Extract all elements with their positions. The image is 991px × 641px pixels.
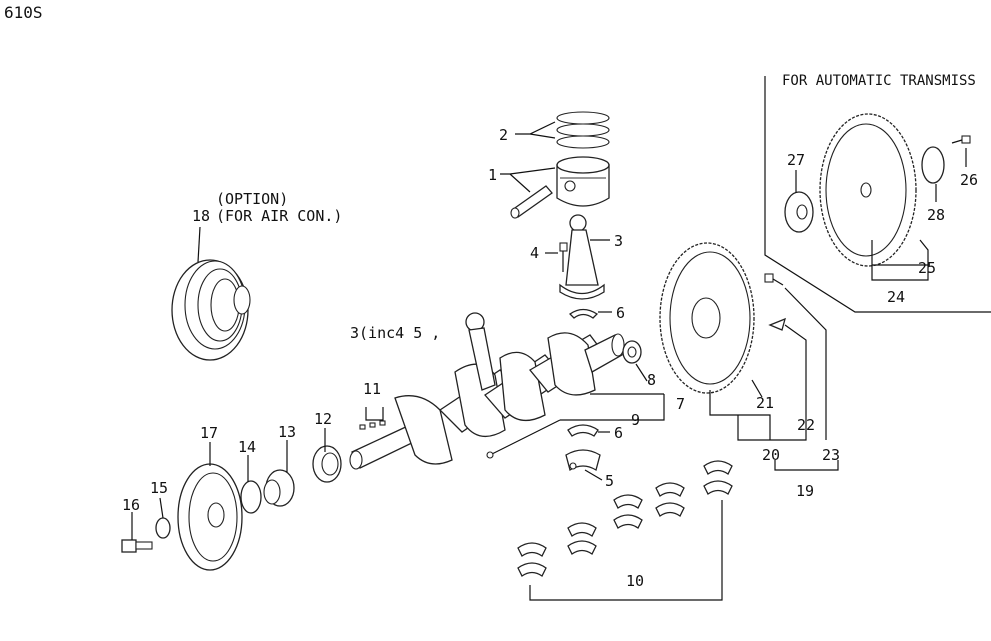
callout-28: 28 xyxy=(927,206,945,224)
automatic-section-frame xyxy=(764,76,991,313)
callout-15: 15 xyxy=(150,479,168,497)
conrod-bearing-lower xyxy=(567,424,599,437)
callout-3: 3 xyxy=(614,232,623,250)
callout-6b: 6 xyxy=(614,424,623,442)
callout-19: 19 xyxy=(796,482,814,500)
crank-gear xyxy=(263,469,295,507)
drive-plate-reinforcement xyxy=(784,191,814,233)
callout-21: 21 xyxy=(756,394,774,412)
conrod-bearing-upper xyxy=(568,308,599,319)
main-bearings xyxy=(517,460,733,577)
callout-4: 4 xyxy=(530,244,539,262)
option-note: (OPTION) xyxy=(216,190,288,208)
connecting-rod xyxy=(559,214,605,300)
callout-12: 12 xyxy=(314,410,332,428)
pulley-bolt xyxy=(121,539,153,553)
automatic-transmission-note: FOR AUTOMATIC TRANSMISS xyxy=(782,73,976,89)
piston xyxy=(556,156,610,207)
lock-plate xyxy=(768,317,786,331)
callout-8: 8 xyxy=(647,371,656,389)
crank-dowel xyxy=(489,419,561,456)
conrod-cap xyxy=(565,449,601,472)
oil-thrower xyxy=(240,480,262,514)
callout-labels: 2 1 3 4 6 3(inc4 5 , 8 7 9 6 5 11 12 13 … xyxy=(122,126,978,590)
connecting-rod-assembly xyxy=(465,312,496,391)
callout-11: 11 xyxy=(363,380,381,398)
drive-plate-bolt xyxy=(951,135,971,144)
callout-9: 9 xyxy=(631,411,640,429)
callout-16: 16 xyxy=(122,496,140,514)
drive-plate-spacer xyxy=(921,146,945,184)
leader-lines xyxy=(131,121,967,601)
crank-keys xyxy=(359,420,386,430)
flywheel-bolt xyxy=(764,273,784,286)
flywheel xyxy=(659,242,755,394)
model-code: 610S xyxy=(4,3,43,22)
conrod-bolt xyxy=(559,242,568,272)
conrod-assembly-note: 3(inc4 5 , xyxy=(350,324,440,342)
callout-24: 24 xyxy=(887,288,905,306)
pulley-washer xyxy=(155,517,171,539)
drive-plate xyxy=(819,113,917,267)
callout-14: 14 xyxy=(238,438,256,456)
callout-20: 20 xyxy=(762,446,780,464)
crank-sprocket xyxy=(312,445,342,483)
callout-22: 22 xyxy=(797,416,815,434)
crankshaft xyxy=(349,332,625,470)
callout-23: 23 xyxy=(822,446,840,464)
callout-17: 17 xyxy=(200,424,218,442)
callout-25: 25 xyxy=(918,259,936,277)
crank-pulley xyxy=(177,463,243,571)
callout-1: 1 xyxy=(488,166,497,184)
callout-6a: 6 xyxy=(616,304,625,322)
callout-5: 5 xyxy=(605,472,614,490)
callout-26: 26 xyxy=(960,171,978,189)
callout-2: 2 xyxy=(499,126,508,144)
callout-18: 18 xyxy=(192,207,210,225)
piston-rings xyxy=(556,111,610,149)
air-con-pulley xyxy=(171,259,251,361)
callout-27: 27 xyxy=(787,151,805,169)
callout-7: 7 xyxy=(676,395,685,413)
callout-10: 10 xyxy=(626,572,644,590)
callout-13: 13 xyxy=(278,423,296,441)
pilot-bushing xyxy=(622,340,642,364)
air-con-note: (FOR AIR CON.) xyxy=(216,207,342,225)
piston-pin xyxy=(510,185,553,219)
